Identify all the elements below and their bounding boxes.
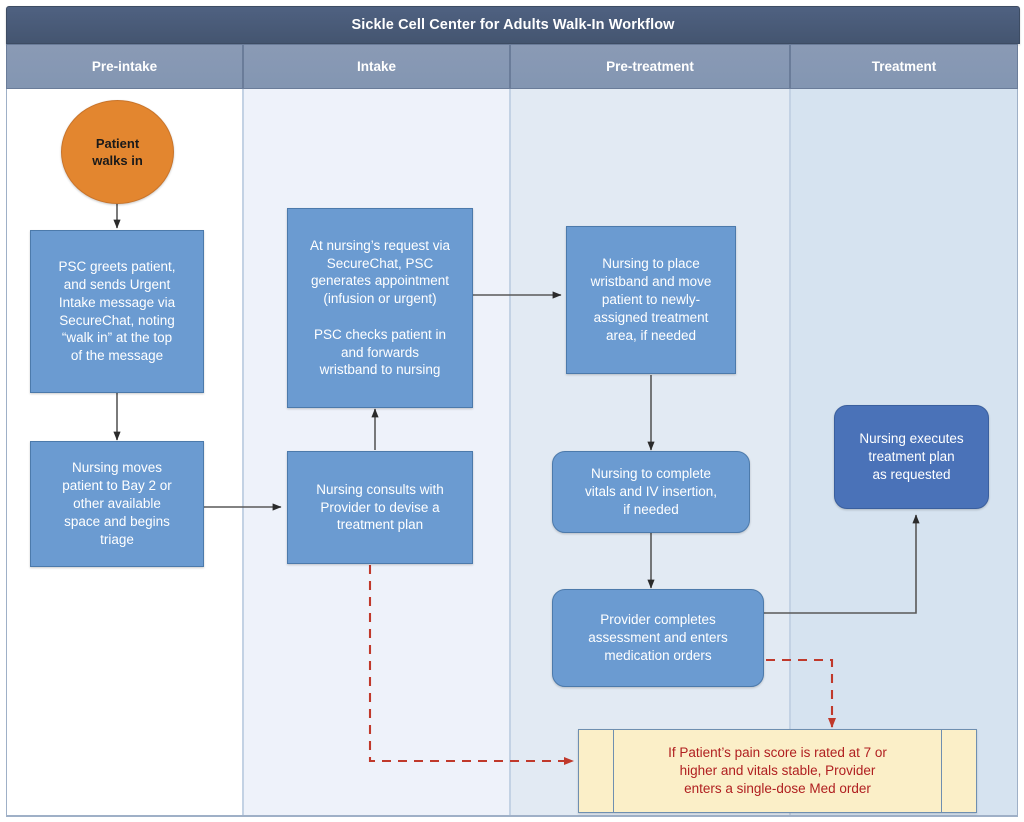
node-nursing-moves-patient[interactable]: Nursing moves patient to Bay 2 or other …: [30, 441, 204, 567]
lane-header-intake: Intake: [243, 44, 510, 89]
diagram-title: Sickle Cell Center for Adults Walk-In Wo…: [351, 17, 675, 33]
node-label: Nursing to place wristband and move pati…: [590, 256, 712, 343]
node-label: Nursing to complete vitals and IV insert…: [584, 466, 718, 517]
node-psc-generates-appointment[interactable]: At nursing’s request via SecureChat, PSC…: [287, 208, 473, 408]
note-left-divider: [613, 730, 614, 812]
node-psc-greets-patient[interactable]: PSC greets patient, and sends Urgent Int…: [30, 230, 204, 393]
node-nursing-complete-vitals[interactable]: Nursing to complete vitals and IV insert…: [552, 451, 750, 533]
node-label: If Patient’s pain score is rated at 7 or…: [668, 745, 887, 796]
node-label: Nursing moves patient to Bay 2 or other …: [62, 460, 172, 547]
node-pain-score-note[interactable]: If Patient’s pain score is rated at 7 or…: [578, 729, 977, 813]
lane-header-label: Treatment: [871, 59, 937, 74]
diagram-frame-bottom: [6, 815, 1018, 817]
node-nursing-executes-plan[interactable]: Nursing executes treatment plan as reque…: [834, 405, 989, 509]
node-label: Patient walks in: [92, 135, 143, 168]
node-label: Provider completes assessment and enters…: [588, 612, 728, 663]
lane-header-row: Pre-intake Intake Pre-treatment Treatmen…: [6, 44, 1018, 89]
node-label: At nursing’s request via SecureChat, PSC…: [309, 237, 451, 378]
node-label: PSC greets patient, and sends Urgent Int…: [58, 259, 176, 364]
node-nursing-consults-provider[interactable]: Nursing consults with Provider to devise…: [287, 451, 473, 564]
lane-header-label: Pre-intake: [91, 59, 158, 74]
node-label: Nursing executes treatment plan as reque…: [859, 431, 964, 482]
node-nursing-place-wristband[interactable]: Nursing to place wristband and move pati…: [566, 226, 736, 374]
lane-header-pre-intake: Pre-intake: [6, 44, 243, 89]
lane-header-label: Intake: [356, 59, 397, 74]
note-right-divider: [941, 730, 942, 812]
lane-header-label: Pre-treatment: [606, 59, 694, 74]
lane-header-treatment: Treatment: [790, 44, 1018, 89]
diagram-title-bar: Sickle Cell Center for Adults Walk-In Wo…: [6, 6, 1020, 44]
node-label: Nursing consults with Provider to devise…: [316, 481, 444, 533]
lane-header-pre-treatment: Pre-treatment: [510, 44, 790, 89]
node-provider-completes-assessment[interactable]: Provider completes assessment and enters…: [552, 589, 764, 687]
node-patient-walks-in[interactable]: Patient walks in: [61, 100, 174, 204]
